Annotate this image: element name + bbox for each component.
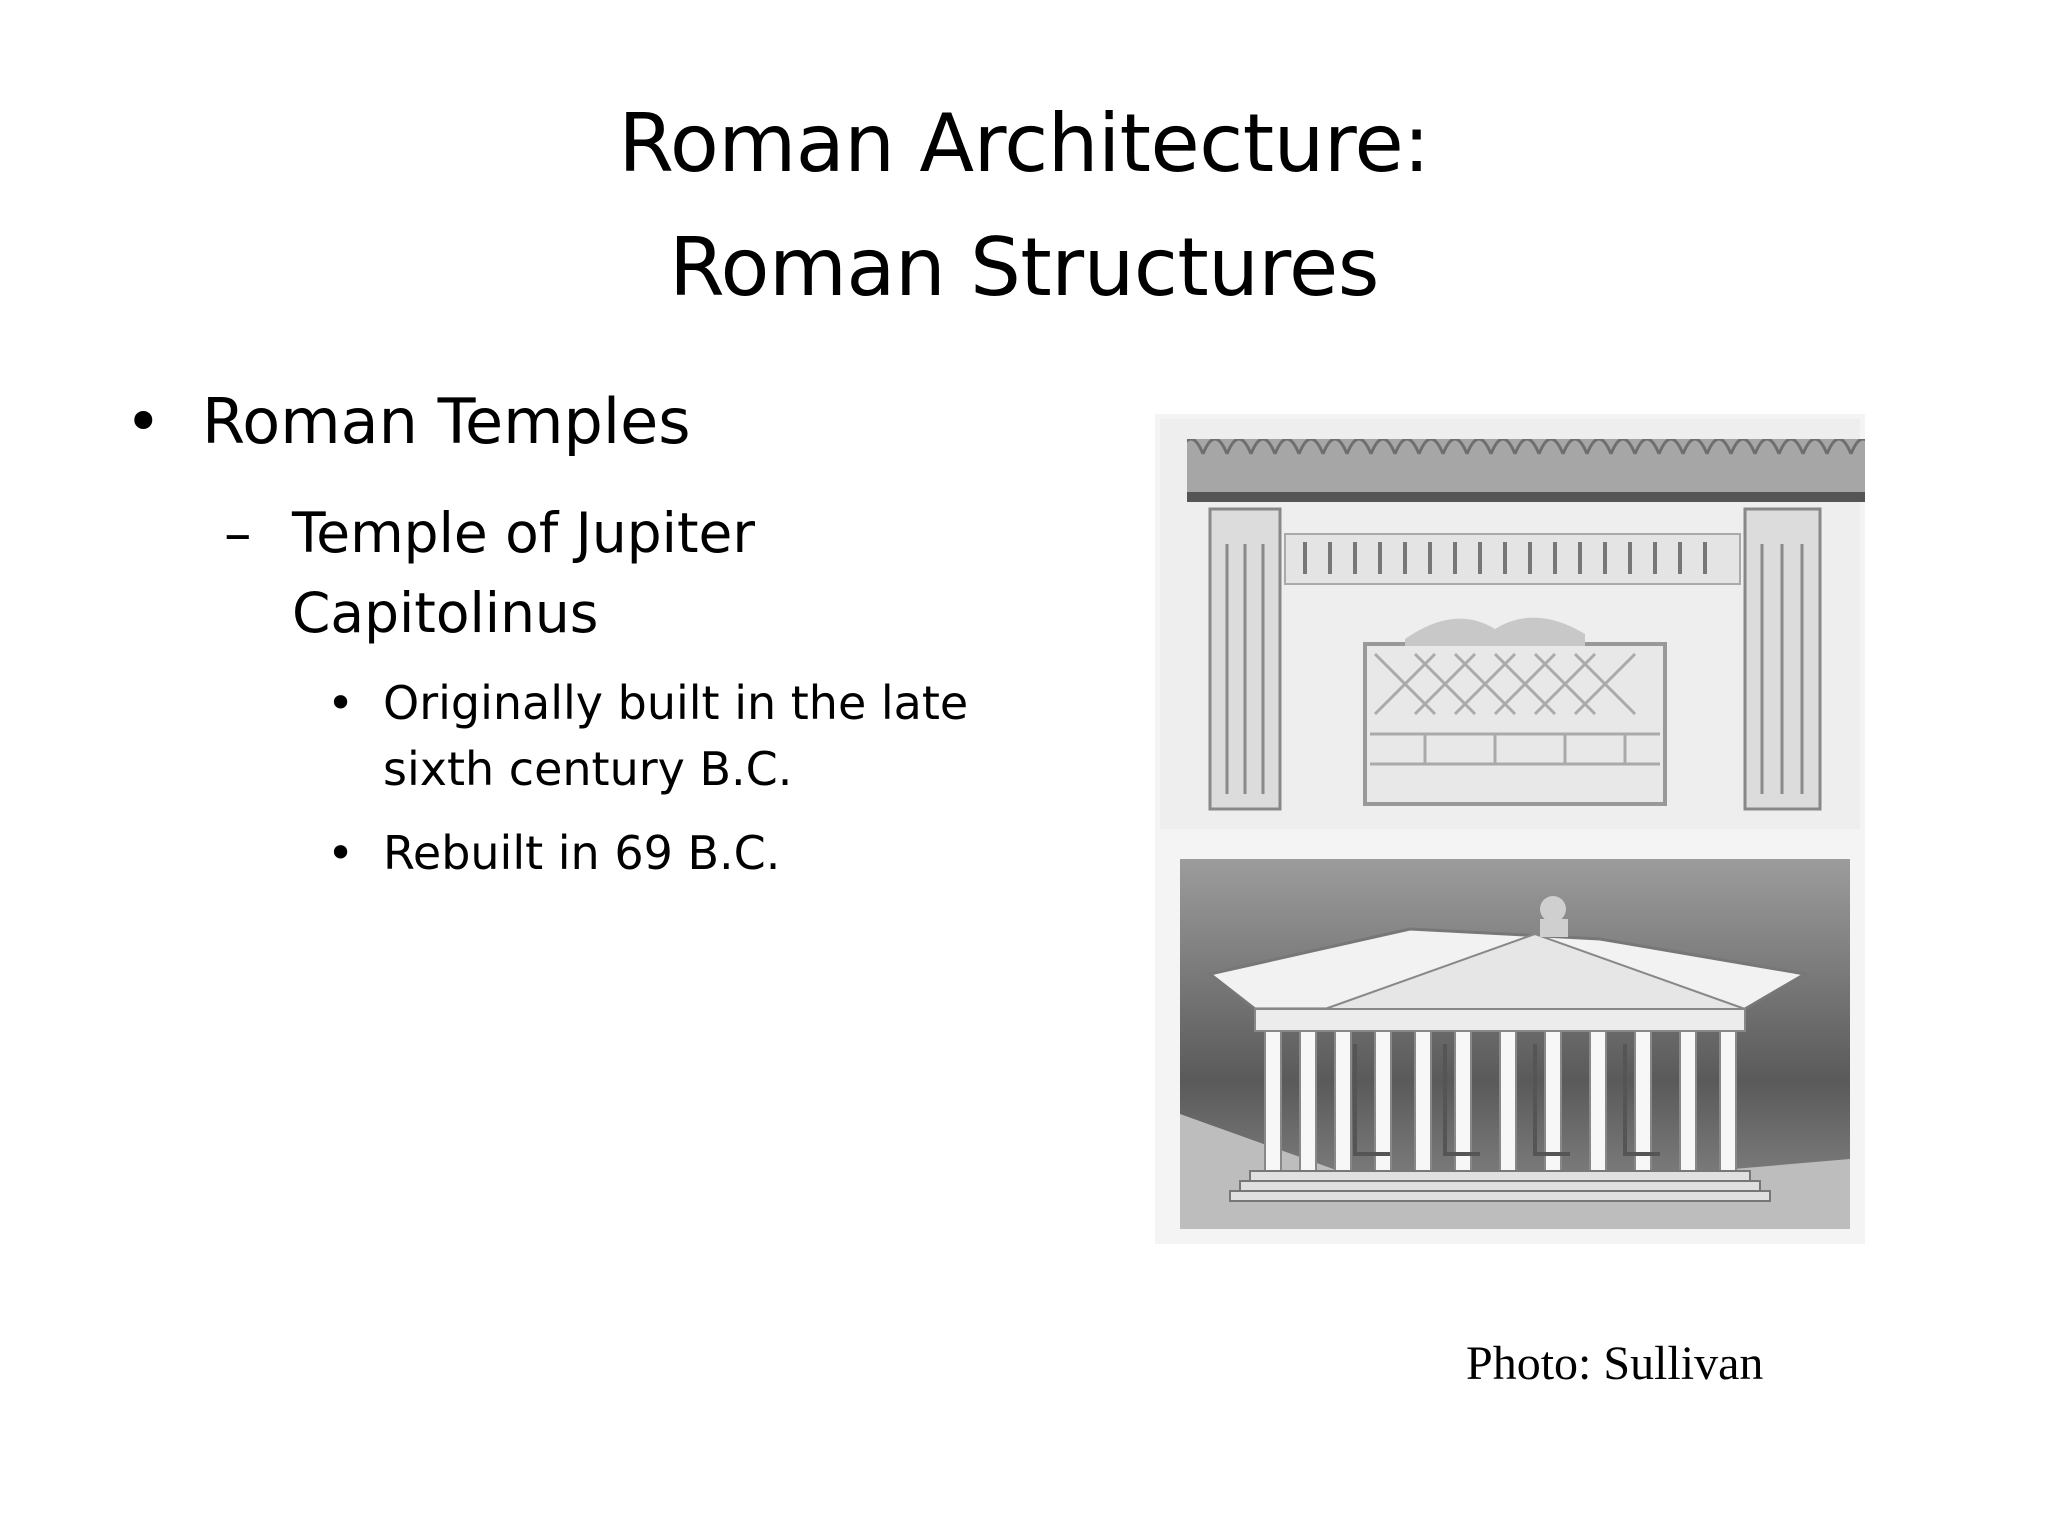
title-line-2: Roman Structures — [669, 221, 1379, 314]
title-line-1: Roman Architecture: — [618, 97, 1430, 190]
bullet-dot-icon: • — [125, 385, 162, 458]
slide-title: Roman Architecture: Roman Structures — [0, 82, 2048, 330]
photo-credit: Photo: Sullivan — [1466, 1337, 1764, 1390]
relief-carving-image — [1160, 419, 1865, 829]
bullet-dot-icon: • — [327, 826, 355, 880]
bullet-text: Roman Temples — [202, 385, 691, 458]
bullet-text: Originally built in the late sixth centu… — [383, 676, 969, 796]
bullet-text: Rebuilt in 69 B.C. — [383, 826, 781, 880]
bullet-text: Temple of Jupiter Capitolinus — [292, 501, 755, 645]
bullet-dash-icon: – — [224, 501, 252, 565]
temple-photo — [1155, 414, 1865, 1244]
bullet-dot-icon: • — [327, 676, 355, 730]
temple-model-image — [1180, 859, 1850, 1229]
